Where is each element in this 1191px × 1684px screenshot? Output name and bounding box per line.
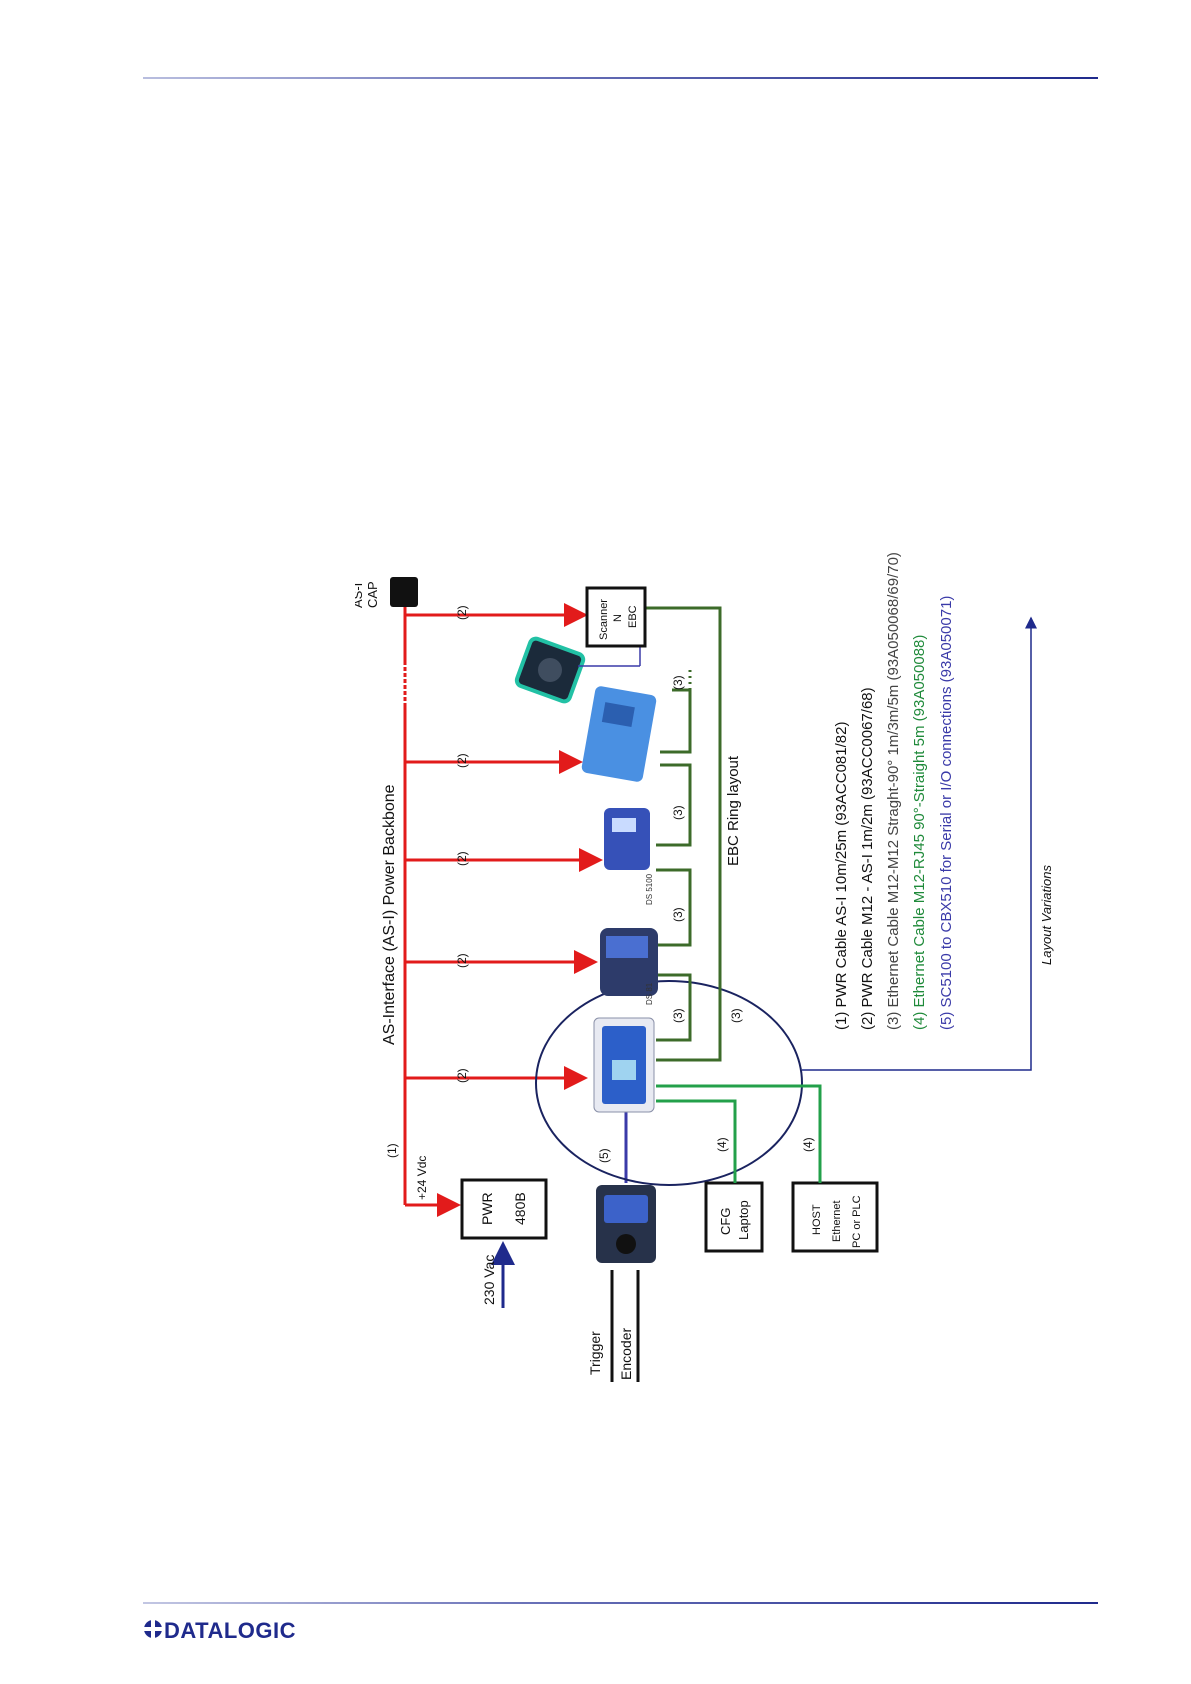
legend-item: (1) PWR Cable AS-I 10m/25m (93ACC081/82) <box>833 722 850 1030</box>
svg-text:EBC: EBC <box>627 605 639 628</box>
marker-1: (1) <box>385 1143 399 1158</box>
svg-text:(2): (2) <box>455 1068 469 1083</box>
legend-item: (2) PWR Cable M12 - AS-I 1m/2m (93ACC006… <box>859 687 876 1030</box>
svg-text:N: N <box>612 614 624 622</box>
legend-item: (4) Ethernet Cable M12-RJ45 90°-Straight… <box>911 635 928 1030</box>
svg-text:480B: 480B <box>512 1192 528 1225</box>
svg-text:(2): (2) <box>455 753 469 768</box>
mains-label: 230 Vac <box>481 1255 497 1305</box>
svg-text:(2): (2) <box>455 605 469 620</box>
svg-text:PC or PLC: PC or PLC <box>851 1195 863 1248</box>
ring-title: EBC Ring layout <box>725 755 742 866</box>
backbone-title: AS-Interface (AS-I) Power Backbone <box>381 784 398 1045</box>
marker-4-host: (4) <box>801 1137 815 1152</box>
master-controller-icon <box>593 1017 655 1113</box>
asi-cap-label-2: CAP <box>365 581 380 608</box>
legend-item: (3) Ethernet Cable M12-M12 Straght-90° 1… <box>885 552 902 1030</box>
layout-variations-link <box>802 616 1037 1071</box>
scanner-n-ebc-box: Scanner N EBC <box>585 586 647 648</box>
ethernet-cables <box>656 1084 822 1183</box>
marker-5: (5) <box>597 1148 611 1163</box>
svg-text:(3): (3) <box>671 675 685 690</box>
cable-legend: (1) PWR Cable AS-I 10m/25m (93ACC081/82)… <box>833 552 955 1030</box>
header-rule <box>143 77 1098 79</box>
master-highlight-ring <box>535 980 803 1186</box>
encoder-label: Encoder <box>618 1328 634 1380</box>
svg-text:Laptop: Laptop <box>736 1200 751 1240</box>
ds5100-scanner-icon: DS 5100 <box>604 808 654 905</box>
svg-text:(3): (3) <box>671 1008 685 1023</box>
power-branches <box>405 603 603 1090</box>
svg-text:DS 81: DS 81 <box>645 982 654 1005</box>
ds8100-scanner-icon: DS 81 <box>600 928 658 1005</box>
cfg-laptop-box: CFG Laptop <box>704 1181 764 1253</box>
svg-text:PWR: PWR <box>479 1192 495 1225</box>
ring-markers: (3) (3) (3) (3) (3) <box>671 675 743 1023</box>
asi-cap-icon <box>390 577 418 607</box>
svg-text:DATALOGIC: DATALOGIC <box>164 1618 296 1643</box>
svg-text:(3): (3) <box>729 1008 743 1023</box>
ebc-ring-cables <box>645 606 722 1062</box>
system-layout-diagram: AS-I CAP AS-Interface (AS-I) Power Backb… <box>355 552 1054 1382</box>
psu-output-label: +24 Vdc <box>415 1156 429 1200</box>
branch-markers: (2) (2) (2) (2) (2) <box>455 605 469 1083</box>
svg-text:(2): (2) <box>455 953 469 968</box>
asi-cap-label: AS-I <box>355 583 365 608</box>
marker-4-cfg: (4) <box>715 1137 729 1152</box>
svg-text:HOST: HOST <box>811 1204 823 1235</box>
layout-variations-label: Layout Variations <box>1039 865 1054 965</box>
legend-item: (5) SC5100 to CBX510 for Serial or I/O c… <box>938 596 955 1030</box>
svg-text:Scanner: Scanner <box>598 599 610 640</box>
matrix-scanner-icon <box>581 686 657 782</box>
led-illuminator-icon <box>514 636 586 704</box>
svg-text:CFG: CFG <box>718 1208 733 1235</box>
psu-box: PWR 480B <box>460 1178 548 1240</box>
datalogic-logo: DATALOGIC <box>143 1618 296 1643</box>
trigger-camera-icon <box>596 1185 656 1263</box>
host-box: HOST Ethernet PC or PLC <box>791 1181 879 1253</box>
svg-text:(2): (2) <box>455 851 469 866</box>
svg-text:DS 5100: DS 5100 <box>645 873 654 905</box>
trigger-label: Trigger <box>587 1331 603 1375</box>
power-backbone <box>403 605 461 1217</box>
footer-rule <box>143 1602 1098 1604</box>
svg-text:(3): (3) <box>671 907 685 922</box>
svg-text:(3): (3) <box>671 805 685 820</box>
svg-text:Ethernet: Ethernet <box>831 1200 843 1242</box>
